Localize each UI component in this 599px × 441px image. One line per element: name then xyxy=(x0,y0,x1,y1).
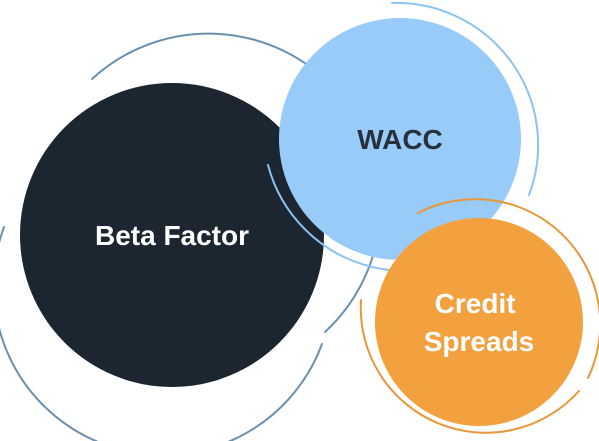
wacc-label-line: WACC xyxy=(357,124,443,155)
beta-factor-label: Beta Factor xyxy=(95,220,249,251)
node-beta-factor: Beta Factor xyxy=(0,32,382,441)
wacc-label: WACC xyxy=(357,124,443,155)
node-credit-spreads: Credit Spreads xyxy=(359,198,599,434)
beta-factor-circle xyxy=(20,83,324,387)
beta-factor-label-line: Beta Factor xyxy=(95,220,249,251)
credit-spreads-ring-arc xyxy=(359,198,599,434)
credit-spreads-label-line-2: Spreads xyxy=(424,326,535,357)
credit-spreads-circle xyxy=(375,218,583,426)
credit-spreads-label-line-1: Credit xyxy=(435,288,516,319)
credit-spreads-label: Credit Spreads xyxy=(424,288,535,357)
